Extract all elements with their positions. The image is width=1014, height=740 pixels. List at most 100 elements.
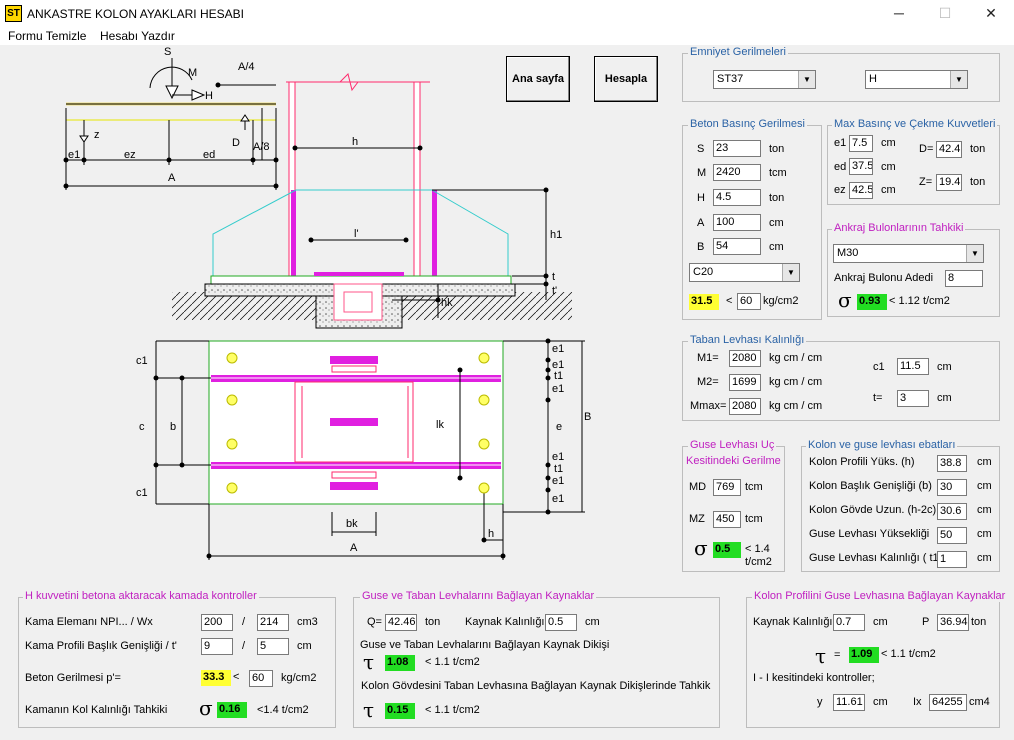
- ed-unit: cm: [881, 161, 896, 173]
- tau-symbol: τ: [363, 650, 375, 674]
- Z-label: Z=: [919, 176, 933, 188]
- kolon-title: Kolon ve guse levhası ebatları: [806, 439, 958, 451]
- P-unit: ton: [971, 616, 987, 628]
- menu-clear-form[interactable]: Formu Temizle: [8, 29, 87, 43]
- B-input[interactable]: 54: [713, 238, 761, 255]
- calculate-button[interactable]: Hesapla: [594, 56, 658, 102]
- M-input[interactable]: 2420: [713, 164, 761, 181]
- emniyet-group: [682, 53, 1000, 102]
- label-hk: hk: [441, 297, 453, 309]
- minimize-button[interactable]: ─: [894, 5, 904, 21]
- A-label: A: [697, 217, 705, 229]
- label-h-plan: h: [488, 528, 494, 540]
- label-A8: A/8: [253, 141, 270, 153]
- c1-value: 11.5: [897, 358, 929, 375]
- label-B: B: [584, 411, 591, 423]
- title-bar: [0, 0, 1014, 27]
- guse-height-value[interactable]: 50: [937, 527, 967, 544]
- bolt-select[interactable]: M30▼: [833, 244, 984, 263]
- kol-limit: <1.4 t/cm2: [257, 704, 309, 716]
- steel-select[interactable]: ST37▼: [713, 70, 816, 89]
- P-label: P: [922, 616, 930, 628]
- npi-input[interactable]: 200: [201, 614, 233, 631]
- label-e1-top: e1: [68, 149, 80, 161]
- D-label: D=: [919, 143, 934, 155]
- load-case-select[interactable]: H▼: [865, 70, 968, 89]
- kaynak-kk-label: Kaynak Kalınlığı: [465, 616, 545, 628]
- close-button[interactable]: ✕: [985, 5, 997, 21]
- bg-label: Kama Profili Başlık Genişliği / t': [25, 640, 177, 652]
- profil-limit: < 1.1 t/cm2: [881, 648, 936, 660]
- Mmax-label: Mmax=: [690, 400, 727, 412]
- kol-result: 0.16: [217, 702, 247, 718]
- kolon-h-value[interactable]: 38.8: [937, 455, 967, 472]
- profil-kk-label: Kaynak Kalınlığı: [753, 616, 833, 628]
- guse-title-1: Guse Levhası Uç: [688, 439, 777, 451]
- c1-label: c1: [873, 361, 885, 373]
- ankraj-result: 0.93: [857, 294, 887, 310]
- govde-result: 0.15: [385, 703, 415, 719]
- e1-label: e1: [834, 137, 847, 149]
- maximize-button[interactable]: ☐: [938, 5, 952, 21]
- beton-title: Beton Basınç Gerilmesi: [688, 118, 807, 130]
- label-b: b: [170, 421, 176, 433]
- guse-title-2: Kesitindeki Gerilme: [684, 455, 783, 467]
- app-logo-icon: ST: [5, 5, 22, 22]
- guse-height-unit: cm: [977, 528, 992, 540]
- MD-unit: tcm: [745, 481, 763, 493]
- label-ez: ez: [124, 149, 136, 161]
- A-input[interactable]: 100: [713, 214, 761, 231]
- npi-slash: /: [242, 616, 246, 628]
- profil-kk-input[interactable]: 0.7: [833, 614, 865, 631]
- Ix-value: 64255: [929, 694, 967, 711]
- bolt-count-input[interactable]: 8: [945, 270, 983, 287]
- Q-label: Q=: [367, 616, 382, 628]
- label-tprime: t': [552, 285, 557, 297]
- home-button[interactable]: Ana sayfa: [506, 56, 570, 102]
- label-lprime: l': [354, 228, 359, 240]
- kaynak-kk-unit: cm: [585, 616, 600, 628]
- guse-thick-value[interactable]: 1: [937, 551, 967, 568]
- guse-height-label: Guse Levhası Yüksekliği: [809, 528, 930, 540]
- anchor-bolts: [226, 352, 490, 494]
- c1-unit: cm: [937, 361, 952, 373]
- P-value: 36.94: [937, 614, 969, 631]
- kaynak-kk-input[interactable]: 0.5: [545, 614, 577, 631]
- concrete-grade-value: C20: [693, 266, 714, 278]
- S-input[interactable]: 23: [713, 140, 761, 157]
- Z-unit: ton: [970, 176, 986, 188]
- M2-value: 1699: [729, 374, 761, 391]
- bet-lt: <: [233, 671, 240, 683]
- label-e1-1: e1: [552, 343, 564, 355]
- label-S: S: [164, 46, 171, 58]
- kolon-b-value[interactable]: 30: [937, 479, 967, 496]
- bet-unit: kg/cm2: [281, 672, 317, 684]
- ankraj-title: Ankraj Bulonlarının Tahkiki: [832, 222, 966, 234]
- dikis-limit: < 1.1 t/cm2: [425, 656, 480, 668]
- S-unit: ton: [769, 143, 785, 155]
- MD-label: MD: [689, 481, 707, 493]
- chevron-down-icon: ▼: [782, 264, 799, 281]
- M2-label: M2=: [697, 376, 719, 388]
- ankraj-limit: < 1.12 t/cm2: [889, 295, 950, 307]
- kol-label: Kamanın Kol Kalınlığı Tahkiki: [25, 704, 168, 716]
- H-input[interactable]: 4.5: [713, 189, 761, 206]
- menu-print[interactable]: Hesabı Yazdır: [100, 29, 175, 43]
- emniyet-title: Emniyet Gerilmeleri: [688, 46, 788, 58]
- Ix-unit: cm4: [969, 696, 990, 708]
- concrete-grade-select[interactable]: C20 ▼: [689, 263, 800, 282]
- ez-label: ez: [834, 184, 846, 196]
- label-ed: ed: [203, 149, 215, 161]
- label-M: M: [188, 67, 197, 79]
- technical-drawing: S M H A/4 A/8 z D e1 ez ed A h l' h1 t t…: [63, 46, 591, 560]
- A-unit: cm: [769, 217, 784, 229]
- beton-result: 31.5: [689, 294, 719, 310]
- D-unit: ton: [970, 143, 986, 155]
- Ix-label: Ix: [913, 696, 922, 708]
- label-t1-1: t1: [554, 370, 563, 382]
- tau-symbol: τ: [363, 698, 375, 722]
- column-elevation: [172, 73, 572, 329]
- steel-value: ST37: [717, 73, 744, 85]
- H-label: H: [697, 192, 705, 204]
- kolon-g-unit: cm: [977, 504, 992, 516]
